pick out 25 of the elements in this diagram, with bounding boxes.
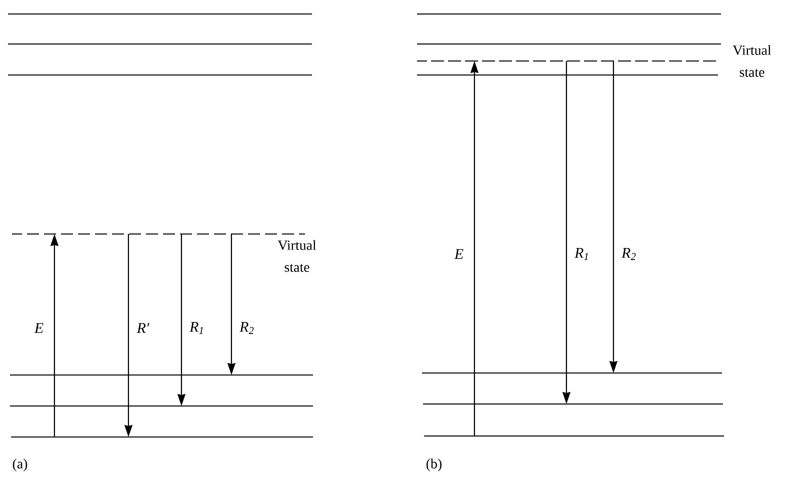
energy-level-line [10,436,314,438]
edge-label: R′ [136,323,150,333]
virtual-state-line [416,60,719,62]
energy-level-line [423,435,725,437]
panel-label: (b) [426,458,442,472]
edge-label: R$_{2}$ [622,248,636,260]
energy-level-line [422,403,724,405]
energy-level-line [9,374,314,376]
energy-level-line [421,372,723,374]
state-label: Virtual state [278,240,316,272]
energy-level-line [416,13,722,15]
state-label: Virtual state [732,45,772,77]
energy-level-line [7,43,313,45]
edge-label: R$_{2}$ [240,322,254,334]
energy-level-line [416,43,722,45]
edge-label: R$_{1}$ [190,322,203,334]
energy-level-line [416,74,719,76]
energy-level-line [9,405,314,407]
edge-label: E [34,323,44,333]
edge-label: E [454,249,464,259]
energy-level-line [7,13,313,15]
panel-label: (a) [12,458,28,472]
edge-label: R$_{1}$ [574,248,588,260]
energy-level-line [7,74,313,76]
virtual-state-line [11,233,306,235]
